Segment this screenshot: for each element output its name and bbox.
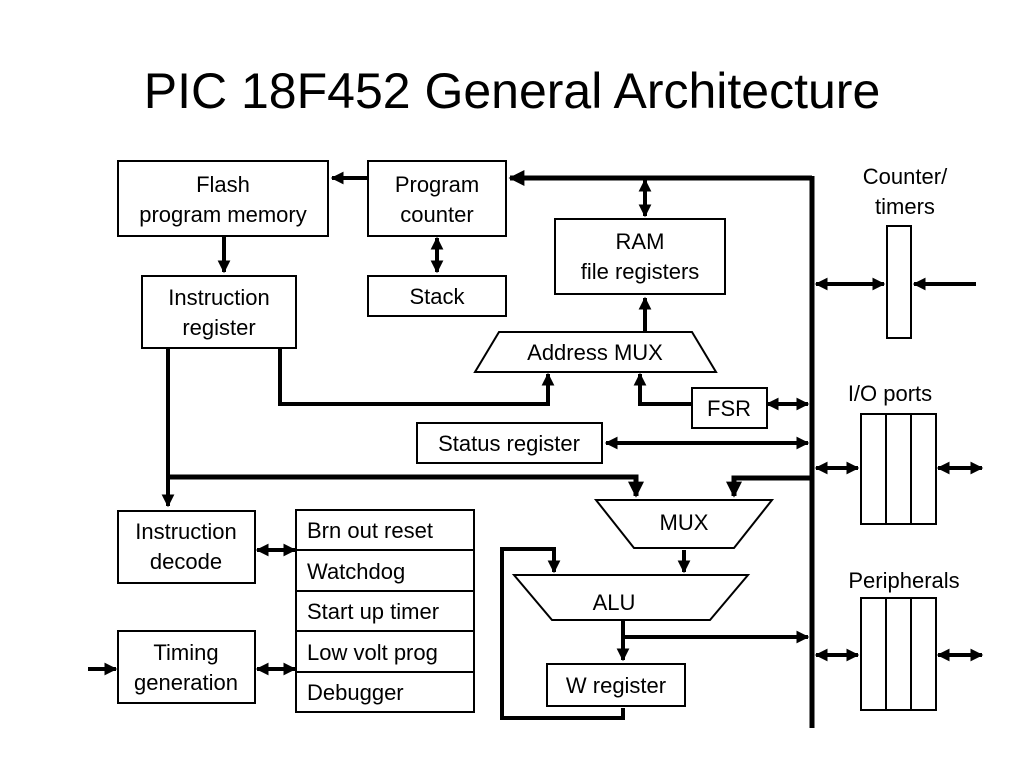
svg-text:MUX: MUX xyxy=(660,510,709,535)
wire-ir-to-amux xyxy=(278,348,555,406)
support-brn-out-reset: Brn out reset xyxy=(307,518,433,543)
svg-text:Instruction: Instruction xyxy=(135,519,237,544)
instruction-register-block: Instruction register xyxy=(141,275,297,349)
support-debugger: Debugger xyxy=(307,680,404,705)
svg-text:counter: counter xyxy=(400,202,473,227)
address-mux-block: Address MUX xyxy=(473,331,718,373)
status-register-block: Status register xyxy=(416,422,603,464)
w-register-block: W register xyxy=(546,663,686,707)
counter-timers-label-2: timers xyxy=(875,194,935,219)
io-ports-label: I/O ports xyxy=(848,381,932,406)
svg-text:ALU: ALU xyxy=(593,590,636,615)
fsr-block: FSR xyxy=(691,387,768,429)
support-low-volt-prog: Low volt prog xyxy=(307,640,438,665)
peripherals-label: Peripherals xyxy=(848,568,959,593)
wire-ir-to-mux xyxy=(168,474,645,498)
support-stack: Brn out reset Watchdog Start up timer Lo… xyxy=(295,509,475,713)
counter-timers-block xyxy=(886,225,912,339)
svg-text:Timing: Timing xyxy=(153,640,218,665)
svg-text:generation: generation xyxy=(134,670,238,695)
program-counter-block: Program counter xyxy=(367,160,507,237)
svg-text:Status register: Status register xyxy=(438,431,580,456)
peripherals-block xyxy=(860,597,937,711)
wire-bus-to-mux xyxy=(725,475,812,498)
counter-timers-label: Counter/ xyxy=(863,164,948,189)
svg-text:Program: Program xyxy=(395,172,479,197)
timing-generation-block: Timing generation xyxy=(117,630,256,704)
svg-text:RAM: RAM xyxy=(616,229,665,254)
svg-text:file registers: file registers xyxy=(581,259,700,284)
svg-text:register: register xyxy=(182,315,255,340)
wire-w-feedback xyxy=(500,547,625,720)
wire-fsr-to-amux xyxy=(633,372,692,406)
stack-block: Stack xyxy=(367,275,507,317)
svg-text:program memory: program memory xyxy=(139,202,306,227)
svg-text:Instruction: Instruction xyxy=(168,285,270,310)
svg-text:decode: decode xyxy=(150,549,222,574)
svg-text:Stack: Stack xyxy=(409,284,465,309)
mux-block: MUX xyxy=(593,499,775,549)
io-ports-block xyxy=(860,413,937,525)
svg-text:FSR: FSR xyxy=(707,396,751,421)
support-watchdog: Watchdog xyxy=(307,559,405,584)
flash-memory-block: Flash program memory xyxy=(117,160,329,237)
svg-text:Flash: Flash xyxy=(196,172,250,197)
instruction-decode-block: Instruction decode xyxy=(117,510,256,584)
svg-text:Address MUX: Address MUX xyxy=(527,340,663,365)
svg-text:W register: W register xyxy=(566,673,666,698)
alu-block: ALU xyxy=(511,574,751,621)
ram-block: RAM file registers xyxy=(554,218,726,295)
slide-title: PIC 18F452 General Architecture xyxy=(143,63,881,119)
support-start-up-timer: Start up timer xyxy=(307,599,439,624)
